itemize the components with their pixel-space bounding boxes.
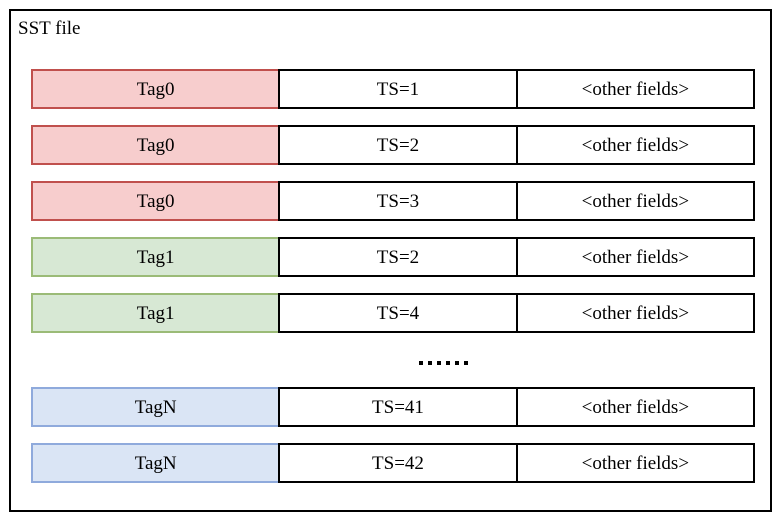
table-row: Tag0 TS=1 <other fields>	[31, 69, 755, 109]
record-timestamp-cell: TS=41	[278, 387, 518, 427]
record-timestamp-cell: TS=1	[278, 69, 518, 109]
record-tag-cell: TagN	[31, 443, 281, 483]
record-other-fields-cell: <other fields>	[515, 125, 755, 165]
record-other-fields-cell: <other fields>	[515, 387, 755, 427]
record-timestamp-cell: TS=4	[278, 293, 518, 333]
table-row: TagN TS=42 <other fields>	[31, 443, 755, 483]
record-tag-cell: Tag1	[31, 293, 281, 333]
record-other-fields-cell: <other fields>	[515, 237, 755, 277]
table-row: Tag0 TS=3 <other fields>	[31, 181, 755, 221]
ellipsis-icon	[418, 361, 468, 365]
record-tag-cell: TagN	[31, 387, 281, 427]
record-other-fields-cell: <other fields>	[515, 443, 755, 483]
record-timestamp-cell: TS=2	[278, 125, 518, 165]
table-row: Tag1 TS=2 <other fields>	[31, 237, 755, 277]
record-timestamp-cell: TS=3	[278, 181, 518, 221]
record-other-fields-cell: <other fields>	[515, 69, 755, 109]
record-tag-cell: Tag0	[31, 69, 281, 109]
record-tag-cell: Tag0	[31, 125, 281, 165]
record-list: Tag0 TS=1 <other fields> Tag0 TS=2 <othe…	[31, 69, 755, 499]
record-tag-cell: Tag0	[31, 181, 281, 221]
table-row: TagN TS=41 <other fields>	[31, 387, 755, 427]
record-timestamp-cell: TS=42	[278, 443, 518, 483]
table-row: Tag1 TS=4 <other fields>	[31, 293, 755, 333]
sst-file-title: SST file	[18, 18, 81, 39]
record-timestamp-cell: TS=2	[278, 237, 518, 277]
record-other-fields-cell: <other fields>	[515, 293, 755, 333]
record-tag-cell: Tag1	[31, 237, 281, 277]
record-other-fields-cell: <other fields>	[515, 181, 755, 221]
table-row: Tag0 TS=2 <other fields>	[31, 125, 755, 165]
ellipsis-separator	[31, 349, 755, 377]
sst-file-container: SST file Tag0 TS=1 <other fields> Tag0 T…	[9, 9, 772, 512]
